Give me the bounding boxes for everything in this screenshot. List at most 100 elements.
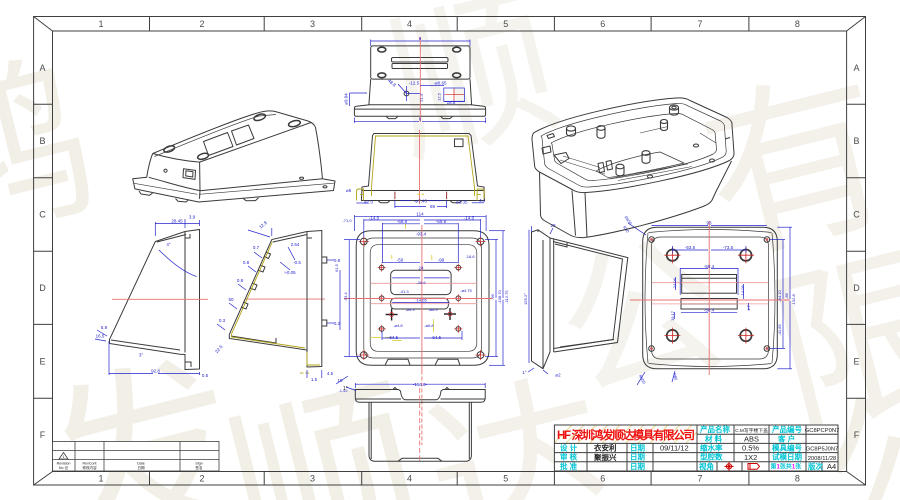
svg-text:3.9: 3.9 — [189, 215, 196, 220]
svg-text:5: 5 — [503, 474, 508, 484]
svg-text:E: E — [853, 357, 859, 367]
svg-text:2: 2 — [199, 474, 204, 484]
svg-text:-64.5: -64.5 — [388, 335, 399, 340]
svg-text:-93.4: -93.4 — [416, 231, 427, 236]
svg-text:3: 3 — [310, 19, 315, 29]
svg-text:试模日期: 试模日期 — [772, 452, 802, 462]
svg-text:5: 5 — [503, 19, 508, 29]
svg-text:产品编号: 产品编号 — [772, 424, 802, 434]
svg-text:6: 6 — [419, 117, 422, 122]
svg-text:HF 深圳鸿发顺达模具有限公司: HF 深圳鸿发顺达模具有限公司 — [557, 428, 695, 442]
svg-text:92.8: 92.8 — [151, 369, 160, 374]
svg-text:-41.3: -41.3 — [399, 289, 409, 294]
svg-text:28.45: 28.45 — [171, 219, 183, 224]
svg-text:-12.5: -12.5 — [409, 81, 420, 86]
svg-text:155.2°: 155.2° — [523, 293, 528, 305]
svg-text:日期: 日期 — [137, 465, 145, 470]
svg-text:-⌀6.8: -⌀6.8 — [424, 323, 434, 328]
svg-text:-⌀7.40: -⌀7.40 — [414, 198, 427, 203]
svg-text:-69.9: -69.9 — [436, 219, 447, 224]
svg-text:衣安利: 衣安利 — [594, 443, 617, 453]
svg-text:-18.6: -18.6 — [465, 254, 475, 259]
svg-text:2: 2 — [199, 19, 204, 29]
svg-text:Revision: Revision — [57, 462, 71, 466]
svg-text:93: 93 — [706, 221, 712, 226]
svg-text:-73.5: -73.5 — [723, 245, 734, 250]
svg-text:-84.10: -84.10 — [777, 290, 782, 302]
svg-text:B: B — [39, 136, 45, 146]
svg-text:1°: 1° — [522, 370, 527, 375]
svg-text:5.9: 5.9 — [101, 325, 108, 330]
svg-text:型腔数: 型腔数 — [700, 452, 723, 462]
svg-text:24: 24 — [418, 266, 424, 271]
svg-text:⌀9.04: ⌀9.04 — [344, 93, 349, 105]
svg-text:-14.05: -14.05 — [415, 298, 427, 303]
svg-text:No 记: No 记 — [59, 465, 69, 470]
svg-text:日期: 日期 — [630, 452, 645, 462]
svg-text:签名: 签名 — [195, 465, 203, 470]
svg-text:客 户: 客 户 — [777, 433, 795, 443]
svg-text:-14.09: -14.09 — [740, 285, 745, 297]
svg-text:模具编号: 模具编号 — [772, 443, 802, 453]
svg-text:≈0.05: ≈0.05 — [284, 270, 296, 275]
svg-text:0.8: 0.8 — [334, 258, 341, 263]
svg-text:-⌀4.75: -⌀4.75 — [460, 288, 472, 293]
svg-text:6: 6 — [600, 474, 605, 484]
svg-text:日期: 日期 — [630, 443, 645, 453]
svg-text:8: 8 — [795, 474, 800, 484]
svg-text:4°: 4° — [166, 242, 171, 247]
svg-text:视角: 视角 — [699, 461, 714, 471]
svg-text:4.5: 4.5 — [327, 371, 334, 376]
svg-text:19.17: 19.17 — [670, 310, 675, 321]
svg-text:RevCont: RevCont — [83, 462, 97, 466]
svg-text:ABS: ABS — [744, 435, 759, 444]
svg-text:4: 4 — [407, 474, 412, 484]
svg-text:D: D — [39, 283, 46, 293]
svg-text:50: 50 — [228, 297, 234, 302]
svg-text:B: B — [853, 136, 859, 146]
svg-text:16.5: 16.5 — [96, 334, 105, 339]
svg-text:-⌀4.8: -⌀4.8 — [393, 323, 403, 328]
svg-text:修改内容: 修改内容 — [82, 465, 97, 470]
svg-text:0.5: 0.5 — [202, 373, 209, 378]
svg-text:114: 114 — [416, 212, 424, 217]
svg-text:-93.4: -93.4 — [343, 292, 348, 302]
svg-text:Date: Date — [137, 462, 145, 466]
svg-text:GC8P5J0N7: GC8P5J0N7 — [806, 447, 839, 453]
svg-text:1°: 1° — [343, 386, 348, 392]
svg-text:设 计: 设 计 — [560, 443, 578, 453]
svg-text:-132.8: -132.8 — [791, 294, 796, 306]
svg-text:批 准: 批 准 — [560, 461, 578, 471]
svg-text:6: 6 — [600, 19, 605, 29]
svg-text:0.3: 0.3 — [334, 321, 341, 326]
svg-text:4.4: 4.4 — [479, 198, 486, 203]
svg-text:4.7: 4.7 — [746, 304, 751, 310]
svg-text:-53.5: -53.5 — [685, 245, 696, 250]
svg-text:-64.5: -64.5 — [431, 335, 442, 340]
svg-text:A: A — [853, 63, 859, 73]
svg-text:-69.9: -69.9 — [397, 219, 408, 224]
svg-text:2.54: 2.54 — [291, 242, 300, 247]
svg-text:1: 1 — [98, 474, 103, 484]
svg-text:1: 1 — [62, 454, 65, 459]
svg-text:Sign: Sign — [195, 462, 202, 466]
svg-text:12.5: 12.5 — [437, 92, 442, 101]
svg-text:8: 8 — [795, 19, 800, 29]
svg-text:C: C — [39, 210, 46, 220]
svg-text:A4: A4 — [827, 462, 836, 471]
svg-text:3: 3 — [310, 474, 315, 484]
svg-text:48.8: 48.8 — [387, 78, 397, 88]
svg-text:21.4: 21.4 — [419, 93, 424, 102]
svg-text:12.8: 12.8 — [258, 220, 268, 230]
svg-text:版次: 版次 — [807, 461, 823, 471]
svg-text:缩水率: 缩水率 — [700, 443, 723, 453]
svg-text:0.8: 0.8 — [237, 278, 244, 283]
svg-text:-99: -99 — [438, 258, 445, 263]
svg-text:⌀3.35: ⌀3.35 — [456, 200, 468, 205]
svg-text:R650: R650 — [623, 215, 633, 226]
svg-text:A: A — [39, 63, 45, 73]
svg-text:-41.85: -41.85 — [777, 324, 782, 336]
svg-text:产品名称: 产品名称 — [700, 424, 730, 434]
svg-text:-1.52: -1.52 — [338, 388, 348, 393]
svg-text:第1张共1张: 第1张共1张 — [770, 463, 803, 471]
